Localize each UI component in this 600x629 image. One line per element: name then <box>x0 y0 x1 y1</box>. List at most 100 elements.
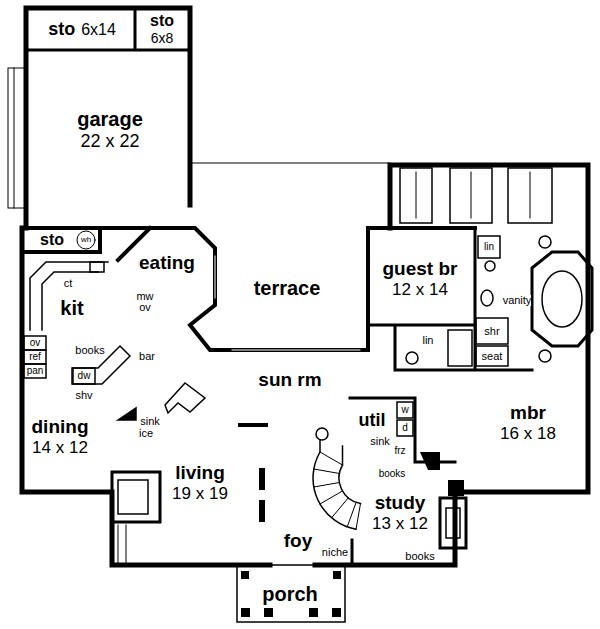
fixture-label: pan <box>27 366 44 376</box>
island-counter <box>165 383 205 413</box>
room-label: study13 x 12 <box>370 491 430 534</box>
room-label: sto <box>38 230 66 250</box>
bathtub <box>542 271 582 327</box>
fixture-label: books <box>379 469 406 479</box>
porch-column <box>309 608 318 617</box>
bay-window <box>532 252 592 346</box>
room-name: living <box>175 462 225 484</box>
room-name: terrace <box>254 277 321 300</box>
washer <box>397 402 413 418</box>
room-label: garage22 x 22 <box>75 107 145 153</box>
fixture-label: ref <box>29 352 41 362</box>
fixture-label: bar <box>139 351 155 362</box>
fixture-label: niche <box>322 547 348 558</box>
window-line <box>118 525 126 563</box>
kitchen-sink <box>90 262 104 272</box>
fixture-label: shv <box>75 390 92 401</box>
fixture-label: mw ov <box>134 291 156 313</box>
room-label: mbr16 x 18 <box>498 401 558 444</box>
room-divider <box>259 468 265 490</box>
room-size: 12 x 14 <box>392 280 448 300</box>
vanity-sink <box>481 290 493 306</box>
room-size: 19 x 19 <box>172 484 228 504</box>
bathtub <box>448 330 472 366</box>
column <box>539 350 551 362</box>
dishwasher <box>73 368 95 384</box>
symbol-label: wh <box>81 236 91 244</box>
room-label: dining14 x 12 <box>30 415 91 458</box>
room-name: sto <box>40 231 64 249</box>
room-size: 13 x 12 <box>372 514 428 534</box>
stair-newel <box>316 428 328 440</box>
fireplace-hearth <box>446 508 460 538</box>
room-name: porch <box>262 583 318 606</box>
room-name: guest br <box>383 258 458 280</box>
fireplace <box>112 472 160 522</box>
fixture-label: vanity <box>503 295 532 306</box>
room-name: foy <box>284 530 313 552</box>
room-size: 22 x 22 <box>80 131 139 152</box>
bay-wall <box>152 228 475 350</box>
garage-door <box>8 68 26 208</box>
fixture-label: seat <box>482 351 503 362</box>
room-label: util <box>357 409 388 432</box>
toilet <box>406 352 418 364</box>
room-label: sun rm <box>256 368 323 392</box>
fixture-label: books <box>405 551 434 562</box>
fixture-label: frz <box>394 446 405 456</box>
fireplace-hearth <box>118 480 148 514</box>
exterior-wall <box>22 8 588 565</box>
water-heater <box>77 231 95 249</box>
column <box>539 236 551 248</box>
room-divider <box>259 500 265 522</box>
room-label: porch <box>260 582 320 607</box>
room-label: foy <box>282 529 315 553</box>
room-size: 14 x 12 <box>32 438 88 458</box>
room-name: kit <box>60 297 83 320</box>
room-name: sun rm <box>258 369 321 391</box>
fixture-label: lin <box>484 242 494 252</box>
room-label: terrace <box>252 276 323 301</box>
room-name: sto <box>150 12 174 30</box>
room-label: sto6x8 <box>148 11 176 47</box>
fixture-label: ct <box>64 278 73 289</box>
room-name: mbr <box>510 402 546 424</box>
room-size: 6x8 <box>151 30 174 46</box>
room-label: eating <box>137 251 197 275</box>
garage-door-line <box>14 68 15 208</box>
dryer <box>397 420 413 436</box>
room-name: dining <box>32 416 89 438</box>
room-name: util <box>359 410 386 431</box>
fixture-label: ov <box>30 338 41 348</box>
porch-outline <box>237 565 345 622</box>
shower <box>476 318 508 344</box>
porch-column <box>241 608 250 617</box>
room-label: guest br12 x 14 <box>381 257 460 300</box>
room-name: garage <box>77 108 143 131</box>
oven <box>24 336 46 350</box>
fixture-label: books <box>75 345 104 356</box>
fixture-label: shr <box>484 326 499 337</box>
ice-maker <box>118 408 136 420</box>
stair-rail <box>313 440 360 529</box>
shower-seat <box>476 346 508 366</box>
fixture-label: d <box>402 423 408 433</box>
fixture-label: ice <box>139 428 153 439</box>
pantry <box>24 364 46 378</box>
fixture-label: sink <box>140 416 160 427</box>
room-name: sto <box>48 19 75 40</box>
window-line <box>215 256 360 350</box>
porch-column <box>332 608 341 617</box>
fixture-label: dw <box>78 371 91 381</box>
kitchen-counter <box>30 262 108 330</box>
porch-column <box>241 571 249 579</box>
fixture-label: w <box>401 405 408 415</box>
fireplace <box>440 498 466 548</box>
linen-closet <box>478 236 500 258</box>
room-divider <box>240 423 266 427</box>
chimney <box>448 480 464 496</box>
room-name: eating <box>139 252 195 274</box>
room-size: 6x14 <box>81 21 116 39</box>
porch-column <box>264 608 273 617</box>
